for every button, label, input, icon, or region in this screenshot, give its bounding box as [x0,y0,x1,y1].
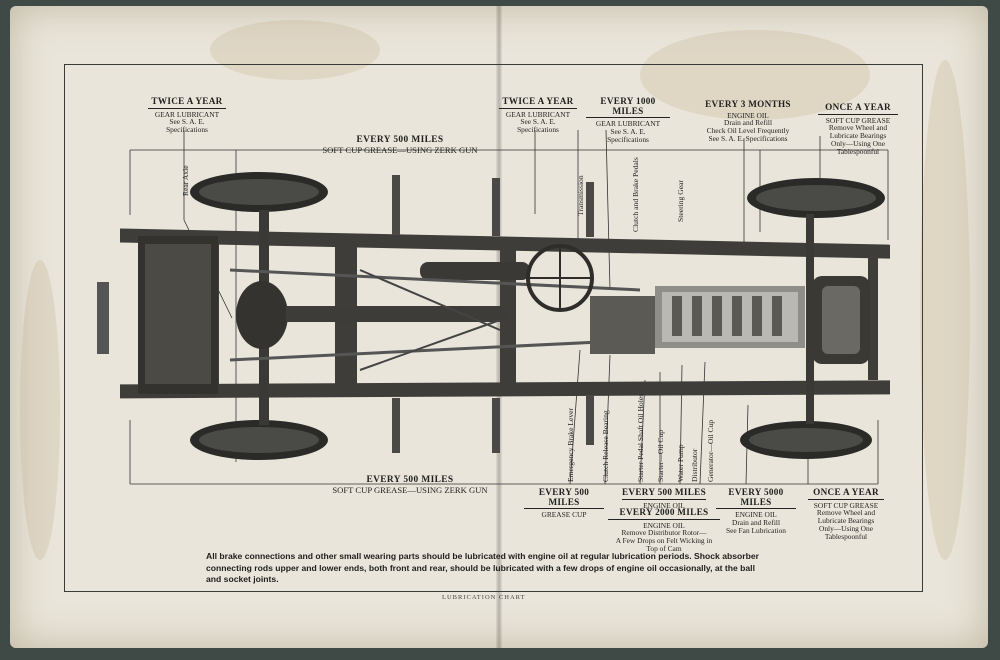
part-label-rear-axle: Rear Axle [181,165,190,196]
part-label-distributor: Distributor [690,448,699,482]
paper-stain [920,60,970,560]
part-label-steering-gear: Steering Gear [676,180,685,222]
paper-stain [20,260,60,560]
top-grease-bar-label: EVERY 500 MILES SOFT CUP GREASE—USING ZE… [322,135,478,155]
label-twice-a-year-right: TWICE A YEAR GEAR LUBRICANT See S. A. E.… [499,96,577,134]
label-every-1000-miles: EVERY 1000 MILES GEAR LUBRICANT See S. A… [586,96,670,144]
part-label-clutch-release-bearing: Clutch Release Bearing [601,410,610,482]
page-footer: LUBRICATION CHART [442,594,526,601]
label-once-a-year-bottom: ONCE A YEAR SOFT CUP GREASE Remove Wheel… [808,487,884,540]
wheels [190,172,885,460]
part-label-transmission: Transmission [576,175,585,216]
label-every-500-engine-oil: EVERY 500 MILES ENGINE OIL [622,487,706,510]
part-label-clutch-brake-pedals: Clutch and Brake Pedals [631,157,640,232]
label-every-2000-miles: EVERY 2000 MILES ENGINE OIL Remove Distr… [608,507,720,553]
bottom-grease-bar-label: EVERY 500 MILES SOFT CUP GREASE—USING ZE… [332,475,488,495]
paper-stain [210,20,380,80]
part-label-emergency-brake-lever: Emergency Brake Lever [566,407,575,482]
page-gutter [496,6,502,648]
label-every-500-grease-cup: EVERY 500 MILES GREASE CUP [524,487,604,519]
label-every-5000-miles: EVERY 5000 MILES ENGINE OIL Drain and Re… [716,487,796,535]
part-label-generator-oil-cup: Generator—Oil Cup [706,419,715,482]
label-twice-a-year-left: TWICE A YEAR GEAR LUBRICANT See S. A. E.… [148,96,226,134]
part-label-starter-oil-cup: Starter—Oil Cup [656,429,665,482]
lubrication-note: All brake connections and other small we… [206,551,759,585]
label-every-3-months: EVERY 3 MONTHS ENGINE OIL Drain and Refi… [705,99,791,143]
paper-stain [640,30,870,120]
part-label-starter-pedal-shaft: Starter Pedal Shaft Oil Holes [636,393,645,482]
label-once-a-year-top: ONCE A YEAR SOFT CUP GREASE Remove Wheel… [818,102,898,155]
chart-border [64,64,923,592]
part-label-water-pump: Water Pump [676,444,685,482]
